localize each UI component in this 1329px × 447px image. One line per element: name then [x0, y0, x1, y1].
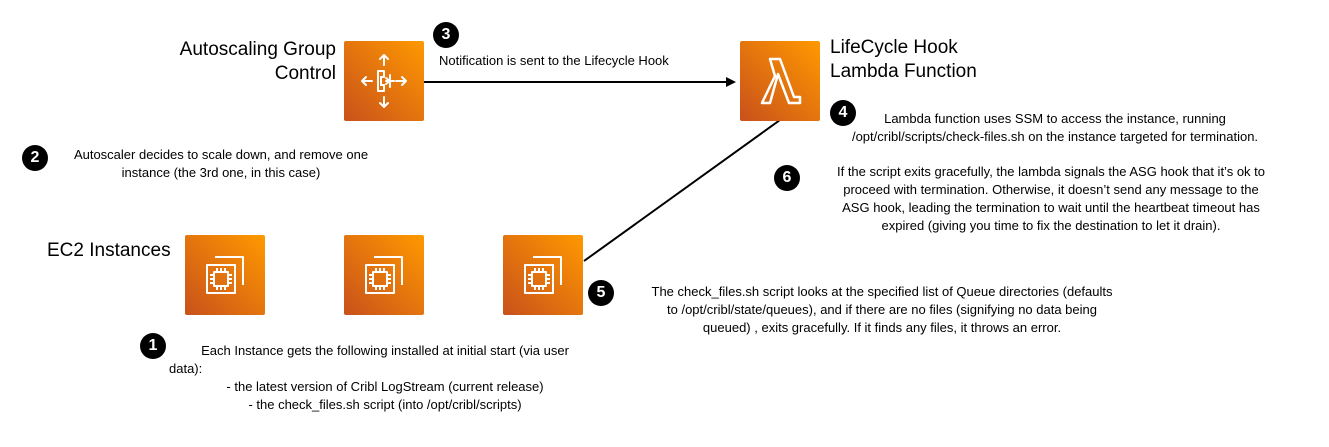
step6-text: If the script exits gracefully, the lamb…	[796, 163, 1306, 235]
ec2-title: EC2 Instances	[47, 240, 171, 261]
ec2-instance-tile-3[interactable]	[503, 235, 583, 315]
step1-text-line2: data):	[169, 361, 203, 376]
lambda-title-line1: LifeCycle Hook	[830, 37, 958, 58]
lambda-title-line2: Lambda Function	[830, 61, 977, 82]
lambda-icon	[760, 57, 802, 105]
step3-badge: 3	[433, 22, 459, 48]
step3-text: Notification is sent to the Lifecycle Ho…	[439, 53, 669, 68]
step4-text-line1: Lambda function uses SSM to access the i…	[884, 111, 1226, 126]
step5-text: The check_files.sh script looks at the s…	[612, 283, 1152, 337]
step4-text: Lambda function uses SSM to access the i…	[800, 110, 1310, 146]
step6-text-line2: proceed with termination. Otherwise, it …	[843, 182, 1259, 197]
step5-badge: 5	[588, 280, 614, 306]
lambda-to-instance-line	[583, 119, 781, 262]
ec2-instance-icon	[365, 256, 403, 294]
step6-text-line1: If the script exits gracefully, the lamb…	[836, 164, 1266, 179]
step1-text-line4: - the check_files.sh script (into /opt/c…	[248, 397, 522, 412]
step6-text-line4: expired (giving you time to fix the dest…	[881, 218, 1221, 233]
asg-title-line2: Control	[274, 63, 336, 84]
step1-text: Each Instance gets the following install…	[165, 342, 605, 414]
asg-title: Autoscaling Group Control	[150, 38, 336, 86]
lambda-title: LifeCycle Hook Lambda Function	[830, 36, 977, 84]
step4-text-line2: /opt/cribl/scripts/check-files.sh on the…	[851, 129, 1259, 144]
step5-text-line3: queued) , exits gracefully. If it finds …	[702, 320, 1062, 335]
autoscaling-icon	[361, 54, 407, 108]
step6-badge: 6	[774, 165, 800, 191]
ec2-instance-icon	[524, 256, 562, 294]
ec2-instance-tile-1[interactable]	[185, 235, 265, 315]
step1-text-line1: Each Instance gets the following install…	[201, 343, 569, 358]
autoscaling-group-tile[interactable]	[344, 41, 424, 121]
step2-text-line1: Autoscaler decides to scale down, and re…	[73, 147, 369, 162]
step5-text-line2: to /opt/cribl/state/queues), and if ther…	[667, 302, 1097, 317]
ec2-instance-tile-2[interactable]	[344, 235, 424, 315]
step6-text-line3: ASG hook, leading the termination to wai…	[842, 200, 1260, 215]
step2-text-line2: instance (the 3rd one, in this case)	[121, 165, 321, 180]
ec2-instance-icon	[206, 256, 244, 294]
step2-text: Autoscaler decides to scale down, and re…	[50, 146, 392, 182]
step5-text-line1: The check_files.sh script looks at the s…	[651, 284, 1113, 299]
asg-title-line1: Autoscaling Group	[179, 39, 336, 60]
step1-badge: 1	[140, 333, 166, 359]
step1-text-line3: - the latest version of Cribl LogStream …	[226, 379, 544, 394]
step4-badge: 4	[830, 100, 856, 126]
step2-badge: 2	[22, 145, 48, 171]
lambda-function-tile[interactable]	[740, 41, 820, 121]
